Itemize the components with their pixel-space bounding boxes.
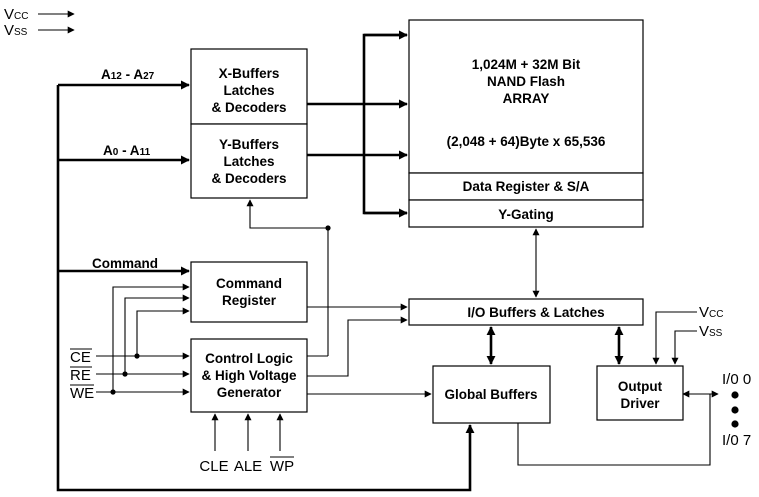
control-logic-to-io <box>307 316 408 377</box>
re-tap <box>124 294 190 374</box>
io-buffers-box <box>408 298 644 326</box>
global-to-io-line <box>517 394 711 466</box>
control-logic-line-3: Generator <box>217 385 282 400</box>
command-label: Command <box>92 256 158 271</box>
output-driver-line-1: Output <box>618 379 663 394</box>
output-vss-label: VSS <box>699 323 723 340</box>
global-buffers-box <box>432 365 551 424</box>
io-last-label: I/0 7 <box>722 432 751 449</box>
data-bus-loop <box>56 85 475 492</box>
global-buffers-label: Global Buffers <box>444 387 537 402</box>
output-driver-box <box>596 365 684 421</box>
io-dot-2 <box>731 406 739 414</box>
data-register-box <box>408 172 644 201</box>
command-register-line-2: Register <box>222 293 277 308</box>
ce-junction <box>134 353 140 359</box>
x-buffers-line-2: Latches <box>223 83 274 98</box>
array-organization: (2,048 + 64)Byte x 65,536 <box>447 134 606 149</box>
array-line-1: 1,024M + 32M Bit <box>472 57 581 72</box>
wp-label: WP <box>270 458 294 475</box>
control-logic-line-1: Control Logic <box>205 351 293 366</box>
command-register-box <box>190 261 308 323</box>
x-buffers-box <box>190 48 308 125</box>
array-box <box>408 19 644 174</box>
data-register-label: Data Register & S/A <box>463 179 590 194</box>
io-buffers-label: I/O Buffers & Latches <box>467 305 604 320</box>
y-gating-label: Y-Gating <box>498 207 554 222</box>
io-dot-3 <box>731 420 739 428</box>
array-line-3: ARRAY <box>503 91 550 106</box>
we-label: WE <box>70 385 94 402</box>
y-buffers-line-2: Latches <box>223 154 274 169</box>
array-feed-bus <box>362 33 407 215</box>
we-tap <box>112 283 190 392</box>
output-driver-line-2: Driver <box>620 396 660 411</box>
address-low-label: A0 - A11 <box>103 143 151 158</box>
vss-label: VSS <box>4 22 28 39</box>
vcc-label: VCC <box>4 6 28 23</box>
x-buffers-line-3: & Decoders <box>211 100 286 115</box>
command-register-line-1: Command <box>216 276 282 291</box>
y-buffers-box <box>190 123 308 199</box>
array-line-2: NAND Flash <box>487 74 565 89</box>
ce-label: CE <box>70 349 91 366</box>
y-buffers-line-1: Y-Buffers <box>219 137 279 152</box>
y-buffers-line-3: & Decoders <box>211 171 286 186</box>
control-logic-line-2: & High Voltage <box>201 368 296 383</box>
output-vss-line <box>671 330 697 365</box>
io-dot-1 <box>731 391 739 399</box>
re-junction <box>122 371 128 377</box>
output-vcc-line <box>652 311 697 365</box>
ce-tap <box>136 307 190 356</box>
address-high-label: A12 - A27 <box>101 67 155 82</box>
we-junction <box>110 389 116 395</box>
ale-label: ALE <box>234 458 262 475</box>
feedback-junction <box>325 225 331 231</box>
re-label: RE <box>70 367 91 384</box>
output-vcc-label: VCC <box>699 304 723 321</box>
x-buffers-line-1: X-Buffers <box>219 66 280 81</box>
io-first-label: I/0 0 <box>722 371 751 388</box>
cle-label: CLE <box>199 458 228 475</box>
y-buffer-feedback-line <box>246 199 329 356</box>
control-logic-box <box>190 338 308 413</box>
y-gating-box <box>408 199 644 228</box>
